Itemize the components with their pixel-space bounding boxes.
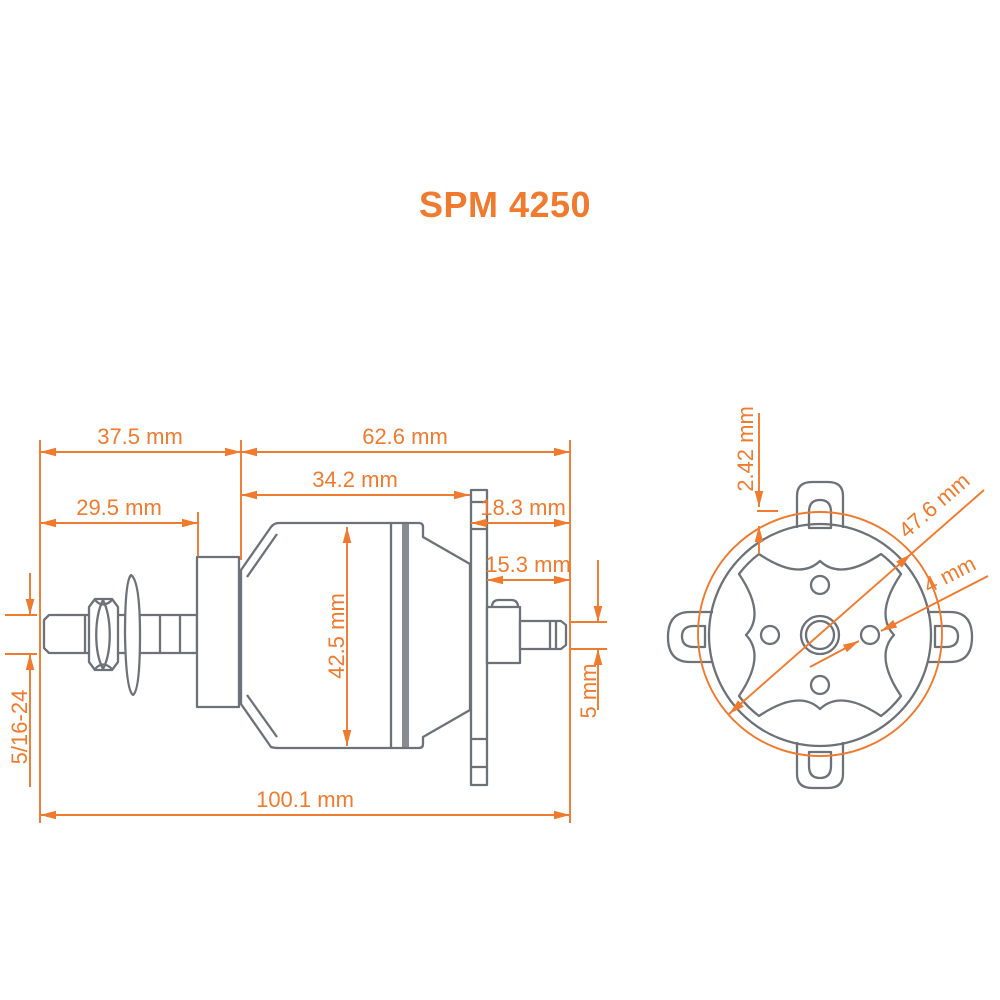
dimension-plate-to-shaft-tip: 18.3 mm [471,495,570,528]
mount-hole-right [859,624,881,646]
dimension-prop-shaft-thread-label: 5/16-24 [7,690,32,765]
mount-slot-top [807,498,833,530]
dimension-rear-shaft-length: 15.3 mm [485,552,571,585]
rear-hub [485,605,522,665]
motor-side-view [42,488,568,787]
rear-hub-clip [490,598,520,608]
dimension-rear-shaft-length-label: 15.3 mm [485,552,571,577]
dimension-mount-hole-diameter-label: 4 mm [919,551,979,598]
dimension-bell-diameter-label: 42.5 mm [324,593,349,679]
prop-shaft [42,613,199,655]
dimension-prop-shaft-thread: 5/16-24 [5,573,37,787]
dimension-prop-shaft-length-label: 29.5 mm [76,495,162,520]
mount-tab-top [795,480,845,528]
dimension-ring-offset: 2.42 mm [733,406,778,554]
prop-nut-facets [94,598,113,671]
rear-shaft [518,619,568,651]
dimension-overall-length-label: 100.1 mm [256,787,354,812]
dimension-bell-diameter: 42.5 mm [324,527,352,746]
motor-bell [239,521,472,750]
bell-cone-edges [246,533,278,738]
mount-tab-right [927,610,974,664]
mount-tab-bottom [795,742,845,790]
dimension-rear-shaft-diameter: 5 mm [571,560,607,719]
mount-slot-bottom [807,750,833,780]
dimension-body-side-length: 62.6 mm [241,424,570,457]
mount-slot-right [933,624,960,649]
dimension-prop-shaft-length: 29.5 mm [40,495,198,528]
dimension-overall-length: 100.1 mm [40,787,570,820]
dimension-plate-to-shaft-tip-label: 18.3 mm [480,495,566,520]
front-housing [195,555,241,709]
dimension-ring-offset-label: 2.42 mm [733,406,758,492]
mount-plate-edge [469,488,489,787]
dimension-rear-shaft-diameter-label: 5 mm [576,664,601,719]
mount-hole-bottom [809,674,831,696]
mount-plate-segments [471,500,487,769]
extension-lines [39,440,571,823]
mount-tab-left [666,610,713,664]
side-view-dimensions: 37.5 mm 62.6 mm 34.2 mm 29.5 mm 18.3 mm … [5,424,607,823]
prop-shaft-thread-line [83,615,182,653]
mount-slot-left [680,624,707,649]
mount-hole-left [759,624,781,646]
bolt-circle [697,511,943,757]
rear-shaft-grooves [548,621,558,649]
dimension-bolt-circle-diameter-label: 47.6 mm [894,468,975,543]
dimension-shaft-side-length-label: 37.5 mm [97,424,183,449]
dimension-shaft-side-length: 37.5 mm [40,424,241,457]
dimension-bell-length: 34.2 mm [241,467,470,500]
mount-hole-top [809,574,831,596]
page-title: SPM 4250 [419,184,591,225]
dimension-bell-length-label: 34.2 mm [312,467,398,492]
dimension-body-side-length-label: 62.6 mm [362,424,448,449]
bell-seam-band [402,524,409,747]
prop-washer [123,573,142,697]
prop-nut [87,597,120,672]
